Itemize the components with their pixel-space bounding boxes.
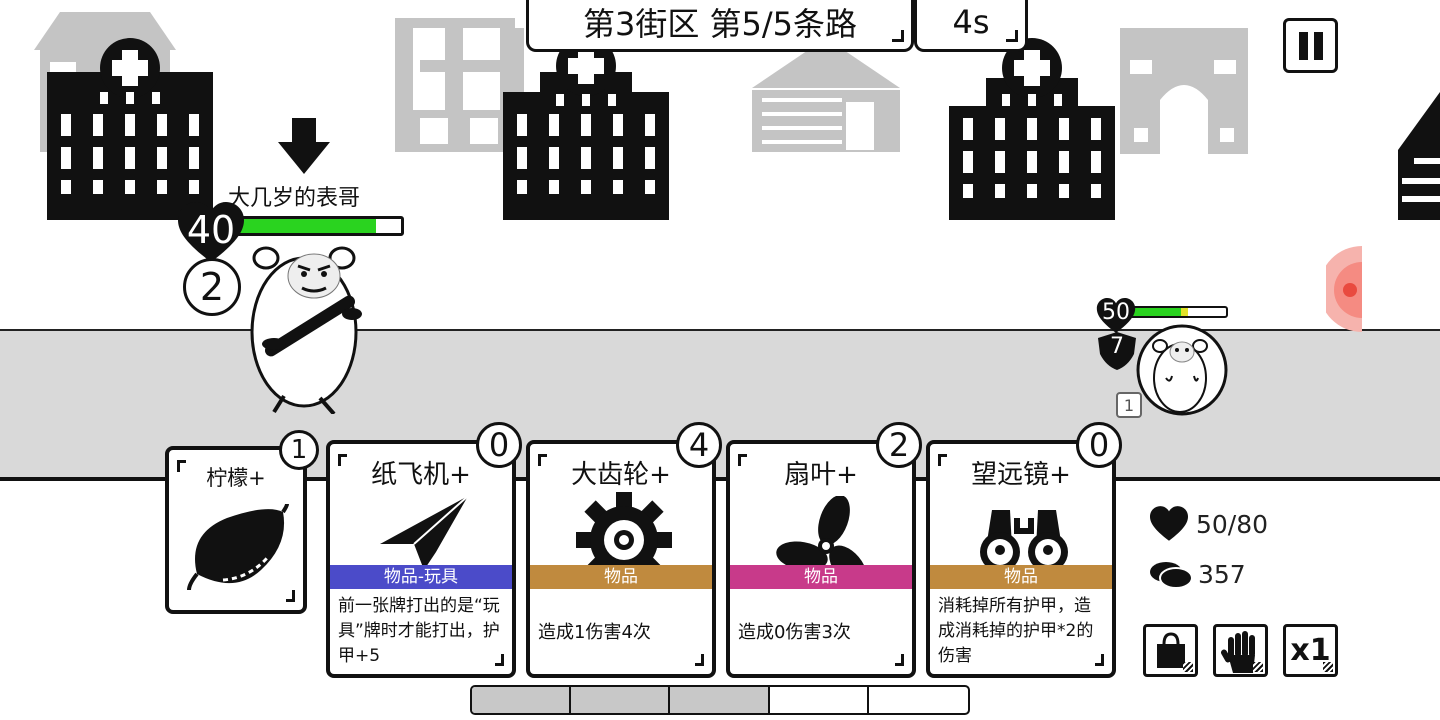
card-description: 消耗掉所有护甲，造成消耗掉的护甲*2的伤害: [938, 596, 1094, 666]
player-sprite[interactable]: [1136, 318, 1228, 422]
level-title-box: 第3街区 第5/5条路: [526, 0, 914, 52]
card-type-label: 物品: [730, 565, 912, 589]
edge-building: [1398, 92, 1440, 220]
player-hp-bar: [1128, 306, 1228, 318]
paper-plane-icon: [380, 495, 469, 570]
bag-button[interactable]: [1143, 624, 1198, 677]
bag-icon: [1156, 631, 1185, 668]
card-type-label: 物品: [930, 565, 1112, 589]
coins-icon: [1150, 562, 1193, 589]
card-cost-badge: 2: [876, 422, 922, 468]
coin-stat: 357: [1148, 558, 1246, 590]
enemy-hp-bar: [228, 216, 404, 236]
enemy-intent-circle: 2: [183, 258, 241, 316]
card-type-label: 物品: [530, 565, 712, 589]
enemy-name: 大几岁的表哥: [228, 186, 361, 211]
enemy-hp-fill: [231, 219, 376, 233]
grey-building-2: [395, 18, 525, 152]
card-name: 纸飞机+: [371, 460, 471, 490]
player-armor-shield-icon: [1098, 332, 1136, 370]
hp-stat: 50/80: [1150, 506, 1268, 542]
pause-button[interactable]: [1283, 18, 1338, 73]
energy-segment: [472, 687, 572, 713]
energy-bar: [470, 685, 970, 715]
speed-button[interactable]: x1: [1283, 624, 1338, 677]
enemy-hp-text: 40: [186, 208, 236, 252]
pause-icon: [1298, 31, 1308, 60]
coin-stat-text: 357: [1198, 559, 1246, 589]
energy-segment: [670, 687, 770, 713]
card-lemon[interactable]: 柠檬+: [165, 446, 307, 614]
hand-button[interactable]: [1213, 624, 1268, 677]
card-name: 大齿轮+: [571, 460, 671, 490]
hand-icon: [1220, 630, 1255, 673]
lemon-icon: [187, 504, 289, 591]
card-paper-plane[interactable]: 纸飞机+ 物品-玩具 前一张牌打出的是“玩具”牌时才能打出，护甲+5: [326, 440, 516, 678]
background-skyline: [34, 12, 1440, 220]
timer-box: 4s: [914, 0, 1028, 52]
energy-segment: [770, 687, 869, 713]
card-cost-badge: 0: [1076, 422, 1122, 468]
energy-segment: [571, 687, 671, 713]
player-armor-text: 7: [1110, 334, 1124, 359]
energy-segment: [869, 687, 968, 713]
heart-icon: [1150, 506, 1188, 541]
card-description: 造成0伤害3次: [738, 622, 851, 643]
card-cost-badge: 4: [676, 422, 722, 468]
level-title: 第3街区 第5/5条路: [582, 4, 858, 43]
player-hp-text: 50: [1102, 300, 1130, 325]
enemy-heart-icon: [178, 202, 244, 262]
card-name: 望远镜+: [971, 460, 1071, 490]
grey-building-3: [752, 38, 900, 152]
card-binoculars[interactable]: 望远镜+ 物品 消耗掉所有护甲，造成消耗掉的护甲*2的伤害: [926, 440, 1116, 678]
timer-text: 4s: [952, 2, 990, 41]
card-cost-badge: 1: [279, 430, 319, 470]
card-big-gear[interactable]: 大齿轮+ 物品 造成1伤害4次: [526, 440, 716, 678]
card-cost-badge: 0: [476, 422, 522, 468]
card-type-label: 物品-玩具: [330, 565, 512, 589]
enemy-intent-value: 2: [199, 265, 225, 309]
player-level-badge: 1: [1116, 392, 1142, 418]
card-description: 前一张牌打出的是“玩具”牌时才能打出，护甲+5: [338, 596, 500, 666]
binoculars-icon: [980, 506, 1068, 572]
card-name: 扇叶+: [784, 460, 858, 490]
player-hp-fill: [1130, 308, 1188, 316]
player-heart-icon: [1096, 298, 1136, 333]
enemy-intent-down-arrow-icon: [278, 118, 330, 174]
next-area-marker-icon[interactable]: [1326, 246, 1362, 332]
card-fan-blade[interactable]: 扇叶+ 物品 造成0伤害3次: [726, 440, 916, 678]
card-description: 造成1伤害4次: [538, 622, 651, 643]
hp-stat-text: 50/80: [1196, 509, 1269, 539]
enemy-sprite[interactable]: [244, 236, 368, 414]
speed-label: x1: [1290, 633, 1331, 668]
card-name: 柠檬+: [206, 466, 266, 490]
